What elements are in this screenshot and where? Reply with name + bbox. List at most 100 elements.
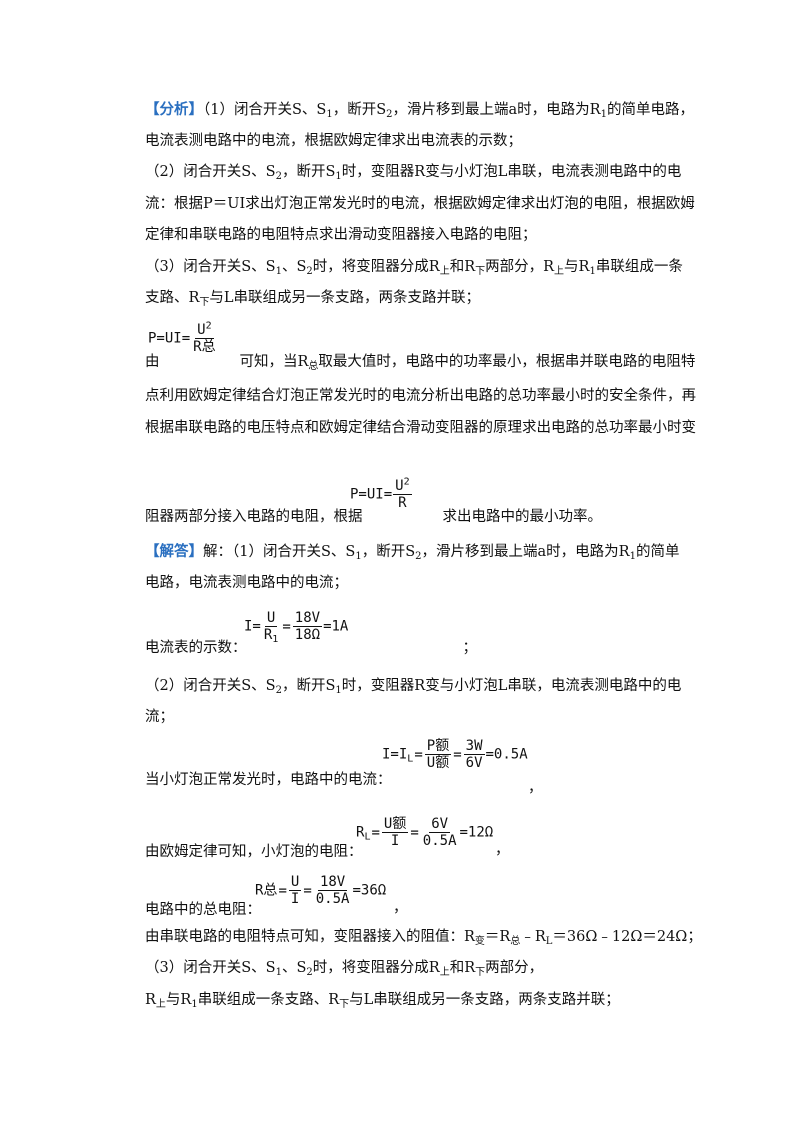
text: 与L串联组成另一条支路，两条支路并联；	[349, 992, 620, 1008]
numerator: U额	[381, 816, 409, 833]
text: 两部分，R	[485, 259, 555, 275]
subscript: 1	[275, 967, 282, 978]
analysis-line-11: 阻器两部分接入电路的电阻，根据 求出电路中的最小功率。	[145, 507, 602, 527]
subscript: 下	[475, 266, 486, 277]
answer-line-6-comma: ，	[528, 780, 543, 796]
formula-text: P=UI=	[350, 486, 393, 503]
analysis-line-7: 支路、R下与L串联组成另一条支路，两条支路并联；	[145, 288, 480, 308]
subscript: 总	[308, 361, 319, 372]
numerator: 18V	[317, 874, 348, 891]
formula-text: R	[356, 824, 365, 841]
text: 与R	[564, 259, 590, 275]
answer-line-3: 电流表的示数： ；	[145, 638, 477, 658]
text: （3）闭合开关S、S	[145, 960, 276, 976]
answer-line-1: 【解答】解：（1）闭合开关S、S1，断开S2，滑片移到最上端a时，电路为R1的简…	[145, 542, 679, 562]
text: ，断开S	[281, 678, 336, 694]
numerator: U2	[393, 476, 412, 495]
subscript: 下	[339, 999, 350, 1010]
subscript: 2	[306, 266, 313, 277]
answer-line-9: 由串联电路的电阻特点可知，变阻器接入的阻值：R变＝R总﹣RL＝36Ω﹣12Ω＝2…	[145, 927, 702, 947]
formula-text: R总	[255, 882, 278, 899]
answer-line-2: 电路，电流表测电路中的电流；	[145, 575, 348, 591]
text: 时，变阻器R变与小灯泡L串联，电流表测电路中的电	[341, 164, 682, 180]
denominator: I	[390, 833, 400, 849]
subscript: L	[364, 831, 371, 843]
analysis-line-6: （3）闭合开关S、S1、S2时，将变阻器分成R上和R下两部分，R上与R1串联组成…	[145, 257, 683, 277]
formula-text: =	[278, 882, 287, 899]
text: 时，变阻器R变与小灯泡L串联，电流表测电路中的电	[341, 678, 682, 694]
text: 解：（1）闭合开关S、S	[203, 544, 356, 560]
subscript: 1	[589, 266, 596, 277]
subscript: 1	[191, 999, 198, 1010]
formula-text: =	[453, 746, 462, 763]
answer-line-4: （2）闭合开关S、S2，断开S1时，变阻器R变与小灯泡L串联，电流表测电路中的电	[145, 676, 681, 696]
text: 由串联电路的电阻特点可知，变阻器接入的阻值：R	[145, 929, 475, 945]
denominator: U额	[426, 755, 450, 771]
analysis-line-1: 【分析】（1）闭合开关S、S1，断开S2，滑片移到最上端a时，电路为R1的简单电…	[145, 100, 694, 120]
formula-text: =12Ω	[459, 824, 494, 841]
superscript: 2	[403, 476, 410, 488]
subscript: 1	[275, 266, 282, 277]
answer-line-11: R上与R1串联组成一条支路、R下与L串联组成另一条支路，两条支路并联；	[145, 990, 620, 1010]
numerator: 18V	[292, 610, 323, 627]
subscript: 上	[554, 266, 565, 277]
text: ，断开S	[361, 544, 416, 560]
text: 支路、R	[145, 290, 200, 306]
analysis-line-5: 定律和串联电路的电阻特点求出滑动变阻器接入电路的电阻；	[145, 227, 537, 243]
text: （2）闭合开关S、S	[145, 164, 276, 180]
subscript: 变	[474, 936, 485, 947]
answer-tag: 【解答】	[145, 543, 203, 560]
answer-line-5: 流；	[145, 709, 174, 725]
subscript: 总	[510, 936, 521, 947]
answer-line-8: 电路中的总电阻：	[145, 900, 261, 920]
text: 和R	[449, 960, 476, 976]
text: 时，将变阻器分成R	[312, 960, 440, 976]
text: 阻器两部分接入电路的电阻，根据	[145, 509, 363, 525]
text: 电流表的示数：	[145, 640, 247, 656]
denominator: 6V	[465, 755, 483, 771]
text: ，滑片移到最上端a时，电路为R	[392, 102, 601, 118]
text: ，滑片移到最上端a时，电路为R	[421, 544, 630, 560]
subscript: 上	[439, 967, 450, 978]
text: 、S	[281, 960, 307, 976]
text: 、S	[281, 259, 307, 275]
text: （2）闭合开关S、S	[145, 678, 276, 694]
text: 和R	[449, 259, 476, 275]
formula-text: =	[371, 824, 380, 841]
subscript: 1	[355, 551, 362, 562]
subscript: L	[407, 753, 414, 765]
text: R	[145, 992, 156, 1008]
text: ；	[462, 640, 478, 656]
subscript: 下	[475, 967, 486, 978]
formula-text: U	[395, 478, 404, 494]
text: 的简单电路，	[606, 102, 694, 118]
superscript: 2	[205, 320, 212, 332]
text: 时，将变阻器分成R	[312, 259, 440, 275]
formula-text: =1A	[323, 618, 349, 635]
formula-text: =36Ω	[352, 882, 387, 899]
formula-text: I=	[244, 618, 261, 635]
numerator: U2	[195, 320, 214, 339]
text: （1）闭合开关S、S	[203, 102, 327, 118]
text: 串联组成一条支路、R	[197, 992, 340, 1008]
text: ﹣R	[520, 929, 546, 945]
denominator: I	[290, 891, 300, 907]
denominator: R	[398, 495, 407, 511]
text: 可知，当R	[239, 354, 309, 370]
text: 求出电路中的最小功率。	[442, 509, 603, 525]
formula-text: =	[414, 746, 423, 763]
subscript: 1	[629, 551, 636, 562]
denominator: R总	[193, 339, 216, 355]
analysis-line-4: 流：根据P＝UI求出灯泡正常发光时的电流，根据欧姆定律求出灯泡的电阻，根据欧姆	[145, 196, 695, 212]
subscript: 1	[600, 109, 607, 120]
answer-line-6: 当小灯泡正常发光时，电路中的电流：	[145, 770, 392, 790]
